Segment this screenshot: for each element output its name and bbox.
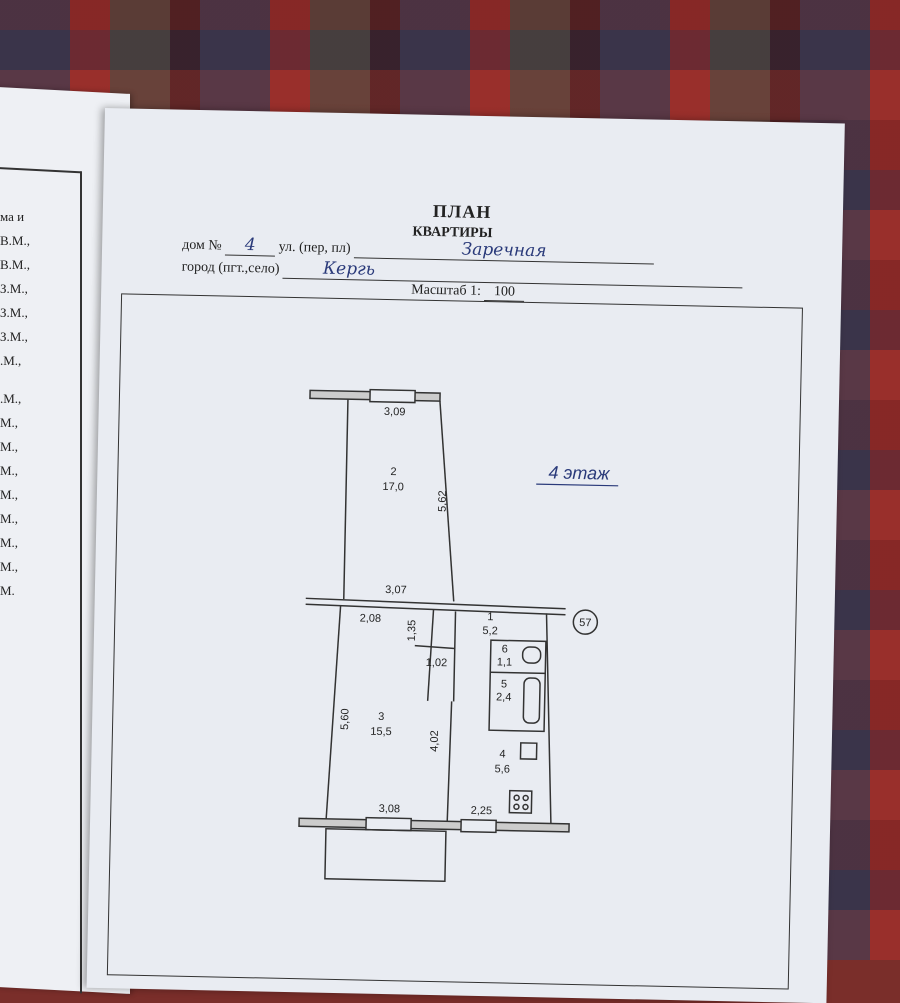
room-area: 15,5 — [370, 726, 392, 738]
room-area: 5,2 — [482, 625, 498, 637]
dim-label: 3,09 — [384, 406, 406, 418]
floor-label-underline — [536, 483, 619, 487]
apartment-circle — [572, 609, 599, 635]
room3-right-wall — [446, 701, 453, 827]
room-number: 4 — [499, 748, 505, 760]
left-fragment: З.М., — [0, 305, 28, 320]
dim-label: 3,08 — [379, 803, 401, 815]
middle-wall-inner — [305, 603, 566, 616]
left-fragment: .М., — [0, 353, 22, 368]
city-label: город (пгт.,село) — [181, 259, 280, 277]
middle-wall — [305, 597, 566, 610]
stove — [508, 789, 533, 814]
street-label: ул. (пер, пл) — [278, 239, 351, 257]
bathroom-block — [488, 639, 547, 733]
dim-label: 2,08 — [360, 612, 382, 624]
house-number: 4 — [225, 234, 276, 257]
left-fragment: З.М., — [0, 281, 28, 296]
right-outer-wall — [545, 613, 552, 829]
dim-label: 2,25 — [471, 805, 493, 817]
left-page-text: ма и В.М., В.М., З.М., З.М., З.М., .М., … — [0, 205, 40, 603]
burner — [522, 803, 529, 811]
left-fragment: М. — [0, 583, 15, 598]
house-label: дом № — [181, 237, 222, 254]
left-fragment: В.М., — [0, 257, 30, 272]
left-fragment: М., — [0, 559, 19, 574]
room2-left-wall — [343, 399, 349, 600]
bottom-window-1 — [365, 816, 412, 832]
room-number: 3 — [378, 711, 384, 723]
left-fragment: М., — [0, 511, 19, 526]
dim-label: 1,02 — [426, 657, 448, 669]
balcony — [324, 828, 447, 883]
scale-label: Масштаб 1: — [411, 282, 482, 299]
left-fragment: М., — [0, 487, 19, 502]
dim-label: 5,60 — [339, 708, 351, 730]
left-fragment: М., — [0, 463, 19, 478]
bottom-wall — [298, 817, 570, 833]
room3-left-wall — [325, 604, 342, 819]
burner — [513, 803, 520, 811]
corridor-right — [452, 611, 457, 702]
bottom-window-2 — [460, 818, 497, 834]
dim-label: 3,07 — [385, 584, 407, 596]
top-window — [369, 388, 416, 404]
dim-label: 1,35 — [406, 620, 418, 642]
page-title: ПЛАН — [432, 200, 492, 223]
left-fragment: М., — [0, 535, 19, 550]
room-area: 17,0 — [382, 481, 404, 493]
left-fragment: М., — [0, 439, 19, 454]
room-number: 2 — [390, 466, 396, 478]
dim-label: 5,62 — [437, 490, 449, 512]
room-number: 5 — [501, 678, 507, 690]
left-fragment: М., — [0, 415, 19, 430]
floor-label: 4 этаж — [548, 462, 611, 483]
left-fragment: ма и — [0, 209, 25, 224]
plan-frame: 3,09 5,62 2 17,0 3,07 2,08 1,35 1,02 5,6… — [106, 293, 803, 990]
toilet — [521, 646, 542, 664]
bath-divider — [490, 671, 546, 675]
left-fragment: В.М., — [0, 233, 30, 248]
burner — [522, 794, 529, 802]
dim-label: 4,02 — [429, 730, 441, 752]
room2-right-wall — [439, 401, 455, 602]
corridor-wall — [414, 644, 455, 650]
apartment-number: 57 — [579, 617, 591, 629]
room-number: 6 — [502, 643, 508, 655]
sink — [519, 742, 538, 760]
burner — [513, 794, 520, 802]
room-area: 2,4 — [496, 691, 512, 703]
room-area: 1,1 — [497, 656, 513, 668]
room3-right-upper — [426, 608, 435, 701]
left-fragment: З.М., — [0, 329, 28, 344]
scale-value: 100 — [484, 283, 525, 302]
floor-plan-drawing: 3,09 5,62 2 17,0 3,07 2,08 1,35 1,02 5,6… — [298, 388, 619, 883]
bathtub — [522, 677, 541, 724]
room-number: 1 — [487, 611, 493, 623]
plan-document: ПЛАН КВАРТИРЫ дом № 4 ул. (пер, пл) Заре… — [86, 108, 845, 1003]
room-area: 5,6 — [494, 763, 510, 775]
left-fragment: .М., — [0, 391, 22, 406]
